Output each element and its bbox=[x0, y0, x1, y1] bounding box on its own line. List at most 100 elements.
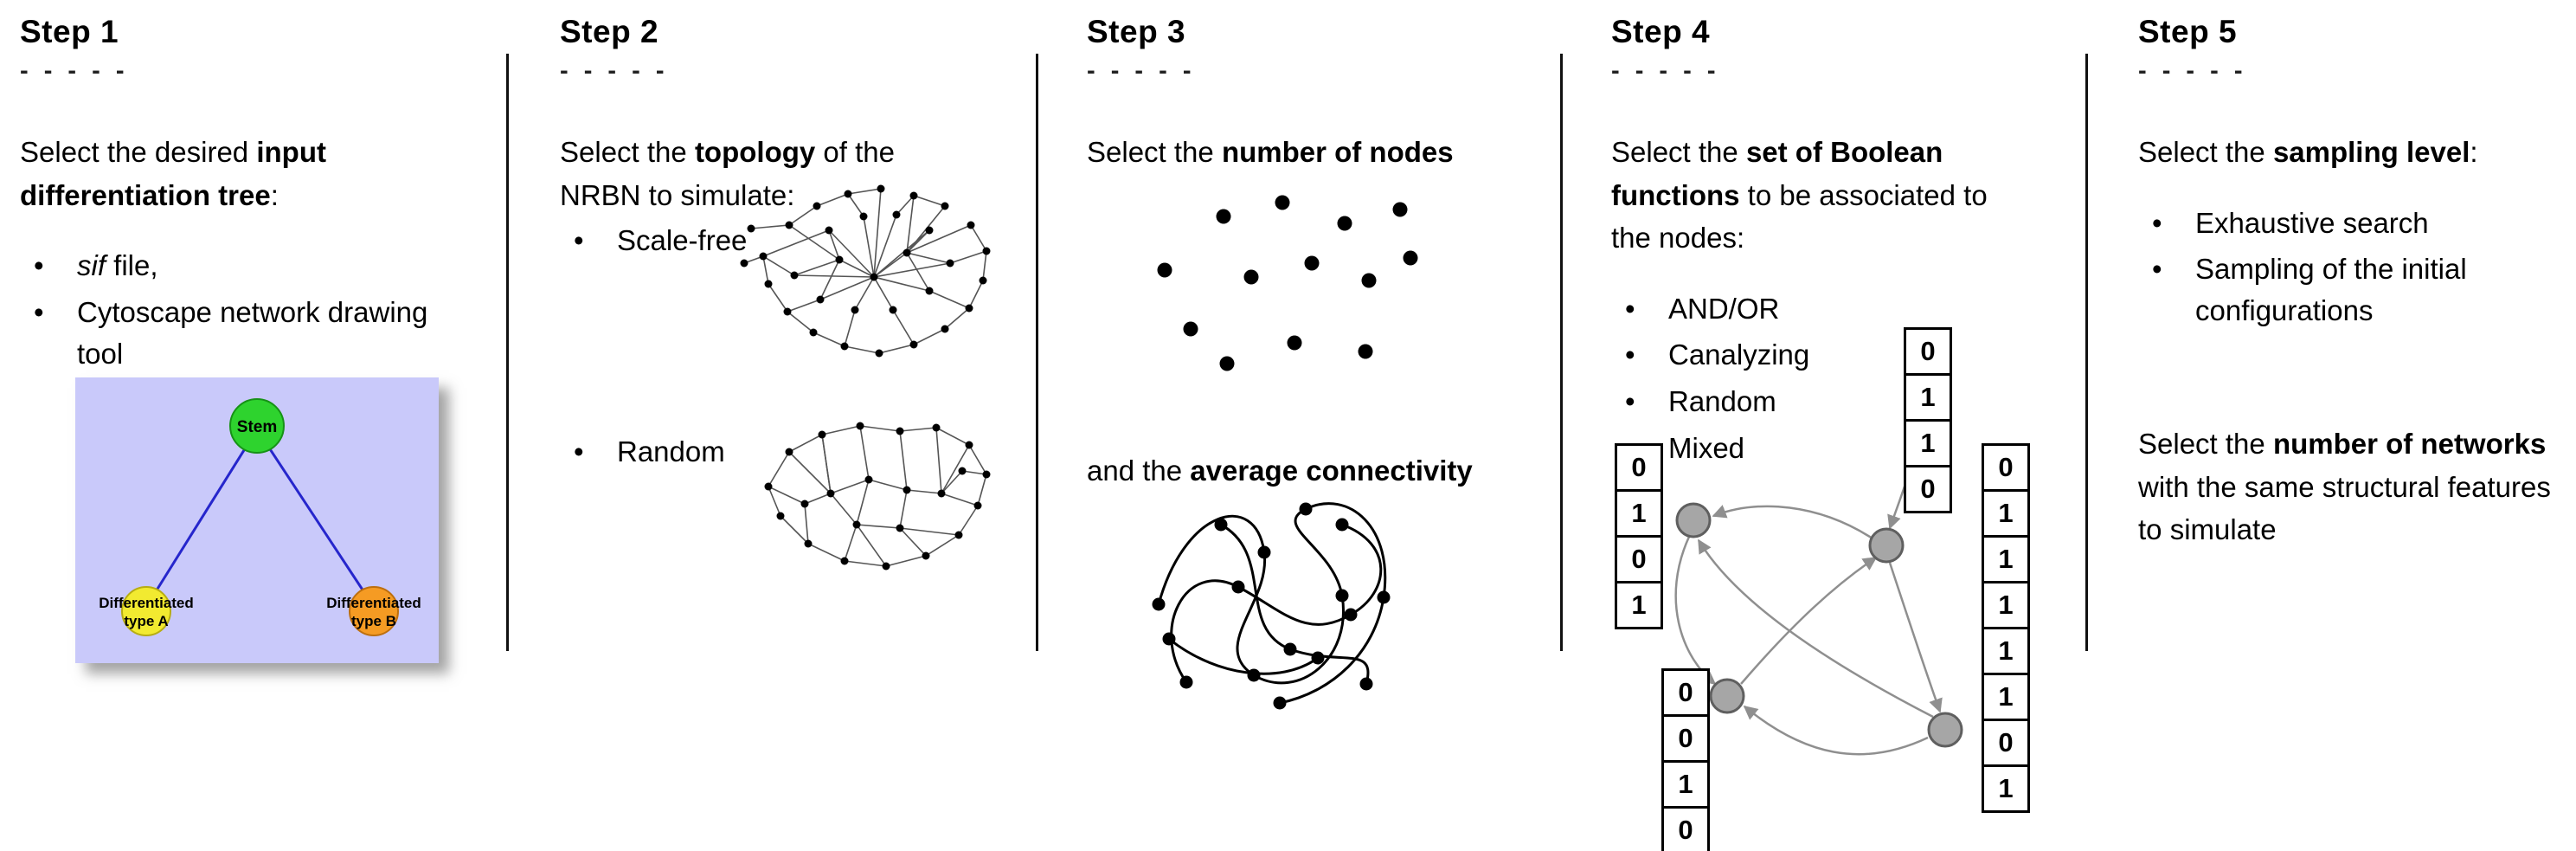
truth-cell: 0 bbox=[1982, 443, 2030, 492]
bullet-sif-file: sif file, bbox=[20, 245, 440, 287]
tree-edge-a bbox=[145, 429, 259, 608]
truth-cell: 0 bbox=[1982, 719, 2030, 767]
sif-italic: sif bbox=[77, 249, 106, 281]
canalyzing-text: Canalyzing bbox=[1668, 338, 1810, 371]
step-1-intro-pre: Select the desired bbox=[20, 136, 257, 168]
exhaustive-text: Exhaustive search bbox=[2195, 206, 2429, 239]
step-5-intro-bold: sampling level bbox=[2272, 136, 2470, 168]
scale-free-network-image bbox=[740, 184, 991, 358]
truth-cell: 0 bbox=[1661, 714, 1710, 763]
step-1-bullets: sif file, Cytoscape network drawing tool bbox=[20, 245, 491, 375]
step-3-column: Step 3 - - - - - Select the number of no… bbox=[1087, 0, 1554, 851]
bool-node-b bbox=[1868, 527, 1905, 564]
truth-table-bottom-left: 0 0 1 0 bbox=[1661, 668, 1710, 851]
stem-node bbox=[229, 398, 285, 454]
truth-cell: 1 bbox=[1982, 489, 2030, 538]
differentiation-tree-image: Stem Differentiated type A Differentiate… bbox=[75, 377, 439, 663]
stem-label: Stem bbox=[237, 418, 277, 436]
bool-node-d bbox=[1927, 712, 1963, 748]
tree-edge-b bbox=[255, 429, 376, 608]
step-3-title: Step 3 bbox=[1087, 14, 1186, 49]
step-2-intro-pre: Select the bbox=[560, 136, 695, 168]
step-5-networks-text: Select the number of networks with the s… bbox=[2138, 422, 2562, 551]
bullet-sampling: Sampling of the initial configurations bbox=[2138, 248, 2533, 332]
bullet-canalyzing: Canalyzing bbox=[1611, 334, 2096, 376]
truth-cell: 1 bbox=[1904, 419, 1952, 467]
truth-cell: 0 bbox=[1615, 535, 1663, 583]
step-5-second-bold: number of networks bbox=[2272, 428, 2547, 461]
step-5-column: Step 5 - - - - - Select the sampling lev… bbox=[2138, 0, 2576, 851]
truth-cell: 1 bbox=[1615, 581, 1663, 629]
step-5-title: Step 5 bbox=[2138, 14, 2238, 49]
column-divider-3 bbox=[1560, 54, 1563, 651]
bullet-cytoscape: Cytoscape network drawing tool bbox=[20, 292, 440, 375]
step-1-intro-bold: input differentiation tree bbox=[20, 136, 326, 211]
bullet-random-fn: Random bbox=[1611, 381, 2096, 422]
sampling-text: Sampling of the initial configurations bbox=[2195, 253, 2467, 327]
step-4-dashes: - - - - - bbox=[1611, 57, 1720, 85]
step-4-intro-post: to be associated to the nodes: bbox=[1611, 178, 1988, 255]
bullet-exhaustive: Exhaustive search bbox=[2138, 203, 2533, 244]
truth-cell: 0 bbox=[1615, 443, 1663, 492]
step-5-second-post: with the same structural features to sim… bbox=[2138, 470, 2551, 546]
bullet-and-or: AND/OR bbox=[1611, 288, 2096, 330]
type-a-label-line1: Differentiated bbox=[99, 595, 194, 611]
step-4-column: Step 4 - - - - - Select the set of Boole… bbox=[1611, 0, 2096, 851]
truth-cell: 1 bbox=[1982, 535, 2030, 583]
step-1-dashes: - - - - - bbox=[20, 57, 129, 85]
bool-node-c bbox=[1709, 678, 1745, 714]
connectivity-network-image bbox=[1152, 502, 1391, 710]
arrow-d-to-c bbox=[1743, 705, 1929, 756]
truth-cell: 1 bbox=[1982, 581, 2030, 629]
differentiation-tree-svg: Stem Differentiated type A Differentiate… bbox=[99, 398, 421, 636]
truth-table-right: 0 1 1 1 1 1 0 1 bbox=[1982, 443, 2030, 813]
step-5-dashes: - - - - - bbox=[2138, 57, 2247, 85]
truth-table-top: 0 1 1 0 bbox=[1904, 327, 1952, 513]
and-or-text: AND/OR bbox=[1668, 292, 1780, 325]
truth-cell: 0 bbox=[1661, 668, 1710, 717]
step-2-dashes: - - - - - bbox=[560, 57, 669, 85]
step-3-second-bold: average connectivity bbox=[1190, 455, 1473, 487]
step-3-intro-pre: Select the bbox=[1087, 136, 1222, 168]
arrow-a-to-c bbox=[1674, 536, 1717, 686]
truth-cell: 1 bbox=[1615, 489, 1663, 538]
step-3-connectivity-text: and the average connectivity bbox=[1087, 449, 1554, 493]
step-3-intro-bold: number of nodes bbox=[1221, 136, 1454, 168]
arrow-d-to-a bbox=[1697, 538, 1934, 719]
step-3-dashes: - - - - - bbox=[1087, 57, 1196, 85]
type-a-label-line2: type A bbox=[124, 613, 168, 629]
column-divider-2 bbox=[1036, 54, 1038, 651]
type-b-label-line1: Differentiated bbox=[326, 595, 421, 611]
random-network-image bbox=[764, 422, 991, 571]
truth-cell: 0 bbox=[1661, 806, 1710, 851]
truth-cell: 1 bbox=[1982, 764, 2030, 813]
column-divider-1 bbox=[506, 54, 509, 651]
bullet-random: Random bbox=[560, 431, 842, 473]
step-1-column: Step 1 - - - - - Select the desired inpu… bbox=[20, 0, 491, 851]
random-text: Random bbox=[617, 435, 725, 467]
step-4-intro-bold: set of Boolean functions bbox=[1611, 136, 1943, 211]
truth-cell: 0 bbox=[1904, 465, 1952, 513]
sif-rest: file, bbox=[106, 249, 158, 281]
step-2-column: Step 2 - - - - - Select the topology of … bbox=[560, 0, 1031, 851]
bullet-scale-free: Scale-free bbox=[560, 220, 842, 261]
step-2-intro: Select the topology of the NRBN to simul… bbox=[560, 131, 941, 216]
truth-cell: 1 bbox=[1982, 673, 2030, 721]
step-5-second-pre: Select the bbox=[2138, 428, 2273, 461]
step-4-bullets: AND/OR Canalyzing Random Mixed bbox=[1611, 288, 2096, 469]
truth-cell: 0 bbox=[1904, 327, 1952, 376]
cytoscape-text: Cytoscape network drawing tool bbox=[77, 295, 428, 370]
truth-cell: 1 bbox=[1661, 760, 1710, 809]
arrow-b-to-d bbox=[1888, 562, 1943, 713]
step-4-title: Step 4 bbox=[1611, 14, 1711, 49]
step-5-intro-pre: Select the bbox=[2138, 136, 2273, 168]
step-1-title: Step 1 bbox=[20, 14, 119, 49]
step-3-second-pre: and the bbox=[1087, 455, 1191, 487]
step-4-intro: Select the set of Boolean functions to b… bbox=[1611, 131, 2027, 260]
step-2-intro-bold: topology bbox=[694, 136, 816, 168]
type-b-label-line2: type B bbox=[351, 613, 396, 629]
scale-free-text: Scale-free bbox=[617, 224, 748, 256]
bool-node-a bbox=[1675, 502, 1712, 538]
type-b-node bbox=[349, 586, 399, 636]
